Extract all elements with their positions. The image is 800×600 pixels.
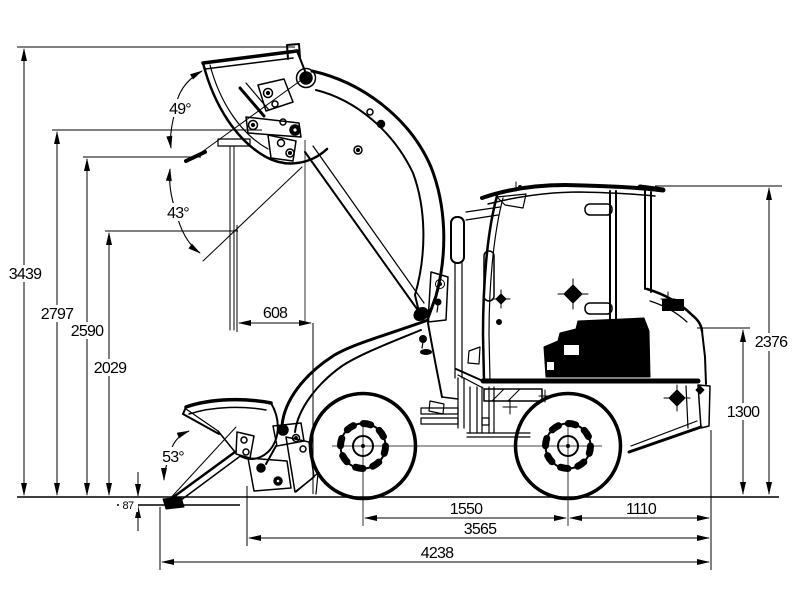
dim-label-dump-height: 2590: [71, 323, 104, 340]
datum-markers: [491, 181, 705, 415]
angle-label-bucket-ground: 53°: [162, 449, 184, 466]
dim-label-cab-height: 2376: [755, 334, 788, 351]
cab: [450, 183, 666, 389]
dim-label-wheelbase: 1550: [450, 501, 483, 518]
machine-drawing: [162, 43, 711, 510]
boom-raised: [304, 69, 446, 320]
dim-label-rear-height: 1300: [727, 404, 760, 421]
angle-label-dump: 49°: [169, 101, 191, 118]
rear-wheel: [513, 391, 623, 501]
dim-label-dump-reach: 608: [263, 305, 288, 322]
rear-body: [627, 287, 711, 454]
dim-label-overall-height: 3439: [9, 266, 42, 283]
dimension-labels: 3439 2797 2590 2029 608 2376 1300 1550 1…: [8, 99, 791, 562]
angle-label-rollback-high: 43°: [167, 205, 189, 222]
dim-label-body-length: 3565: [464, 521, 497, 538]
dim-label-load-over-height: 2029: [94, 360, 127, 377]
dim-label-hinge-pin-height: 2797: [41, 306, 74, 323]
raised-linkage: [238, 67, 386, 162]
extension-lines: [17, 46, 782, 570]
dim-label-dig-depth: 87: [122, 500, 134, 512]
dim-label-overall-length: 4238: [421, 545, 454, 562]
engine-hood: [543, 317, 651, 378]
lowered-bucket: [162, 397, 279, 510]
raised-bucket: [184, 43, 329, 331]
boom-pivot: [413, 271, 459, 400]
boom-lowered: [280, 318, 430, 433]
chassis: [420, 377, 531, 438]
front-wheel: [308, 391, 418, 501]
dim-label-rear-overhang: 1110: [626, 501, 657, 518]
